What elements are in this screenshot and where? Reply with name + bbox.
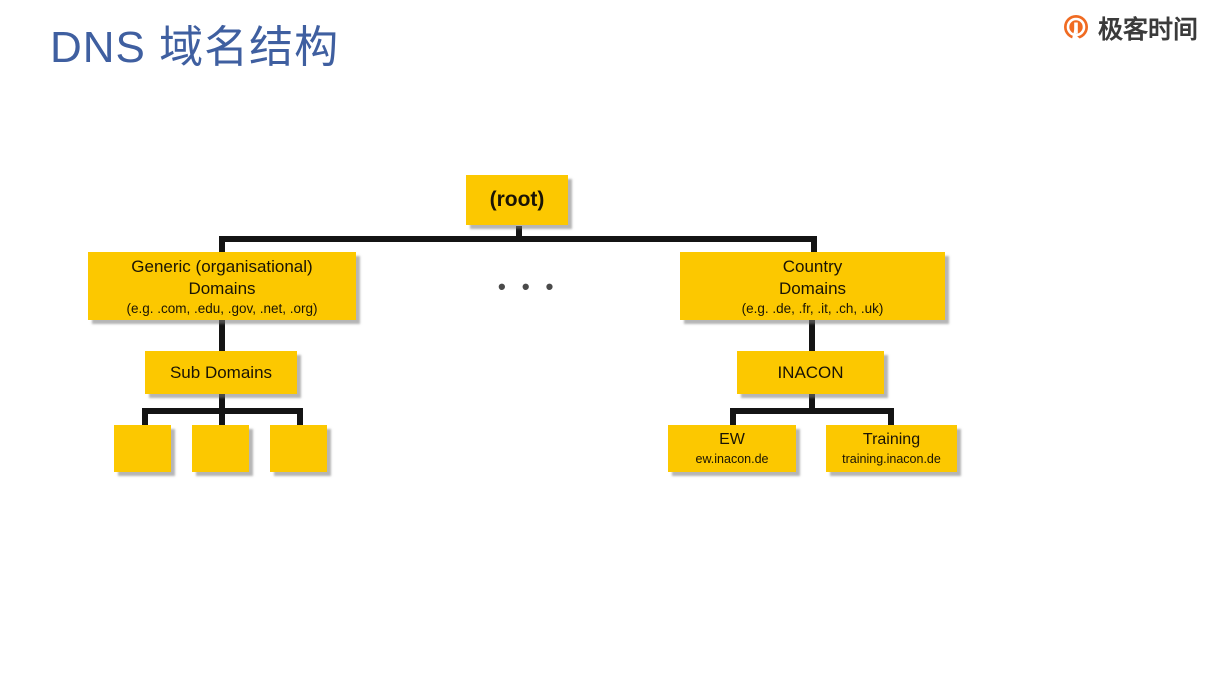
node-country-line1: Country [782, 256, 843, 276]
node-sub-domains-label: Sub Domains [169, 362, 273, 382]
node-ew[interactable]: EW ew.inacon.de [668, 425, 796, 472]
node-generic-domains[interactable]: Generic (organisational) Domains (e.g. .… [88, 252, 356, 320]
node-generic-line3: (e.g. .com, .edu, .gov, .net, .org) [126, 300, 318, 316]
node-country-domains[interactable]: Country Domains (e.g. .de, .fr, .it, .ch… [680, 252, 945, 320]
connector-root-stem [516, 226, 522, 242]
brand-name: 极客时间 [1097, 16, 1198, 44]
node-sub-domains[interactable]: Sub Domains [145, 351, 297, 394]
node-ew-label: EW [719, 431, 745, 448]
node-leaf-2[interactable] [192, 425, 249, 472]
node-inacon[interactable]: INACON [737, 351, 884, 394]
node-country-line2: Domains [778, 278, 847, 298]
ellipsis-separator: • • • [498, 274, 559, 299]
connector-inacon-bus [730, 408, 894, 414]
node-leaf-1[interactable] [114, 425, 171, 472]
page-title: DNS 域名结构 [50, 23, 340, 72]
connector-to-country [811, 236, 817, 254]
node-country-line3: (e.g. .de, .fr, .it, .ch, .uk) [741, 300, 884, 316]
node-leaf-3[interactable] [270, 425, 327, 472]
node-generic-line2: Domains [188, 278, 256, 298]
connector-to-leaf2 [219, 408, 225, 426]
connector-inacon-stem [809, 393, 815, 413]
geektime-circle-icon [1061, 13, 1091, 43]
connector-to-training [888, 408, 894, 426]
node-root[interactable]: (root) [466, 175, 568, 225]
connector-to-leaf3 [297, 408, 303, 426]
node-training-label: Training [862, 431, 921, 448]
node-generic-line1: Generic (organisational) [131, 256, 313, 276]
node-ew-fqdn: ew.inacon.de [695, 452, 769, 466]
connector-country-to-inacon [809, 320, 815, 352]
node-training[interactable]: Training training.inacon.de [826, 425, 957, 472]
connector-subdomains-stem [219, 393, 225, 413]
connector-level1-bus [219, 236, 817, 242]
connector-to-leaf1 [142, 408, 148, 426]
node-root-label: (root) [489, 188, 545, 211]
connector-to-ew [730, 408, 736, 426]
node-training-fqdn: training.inacon.de [842, 452, 941, 466]
connector-to-generic [219, 236, 225, 254]
connector-generic-to-subdomains [219, 320, 225, 352]
brand-logo: 极客时间 [1061, 10, 1198, 46]
node-inacon-label: INACON [777, 362, 844, 382]
